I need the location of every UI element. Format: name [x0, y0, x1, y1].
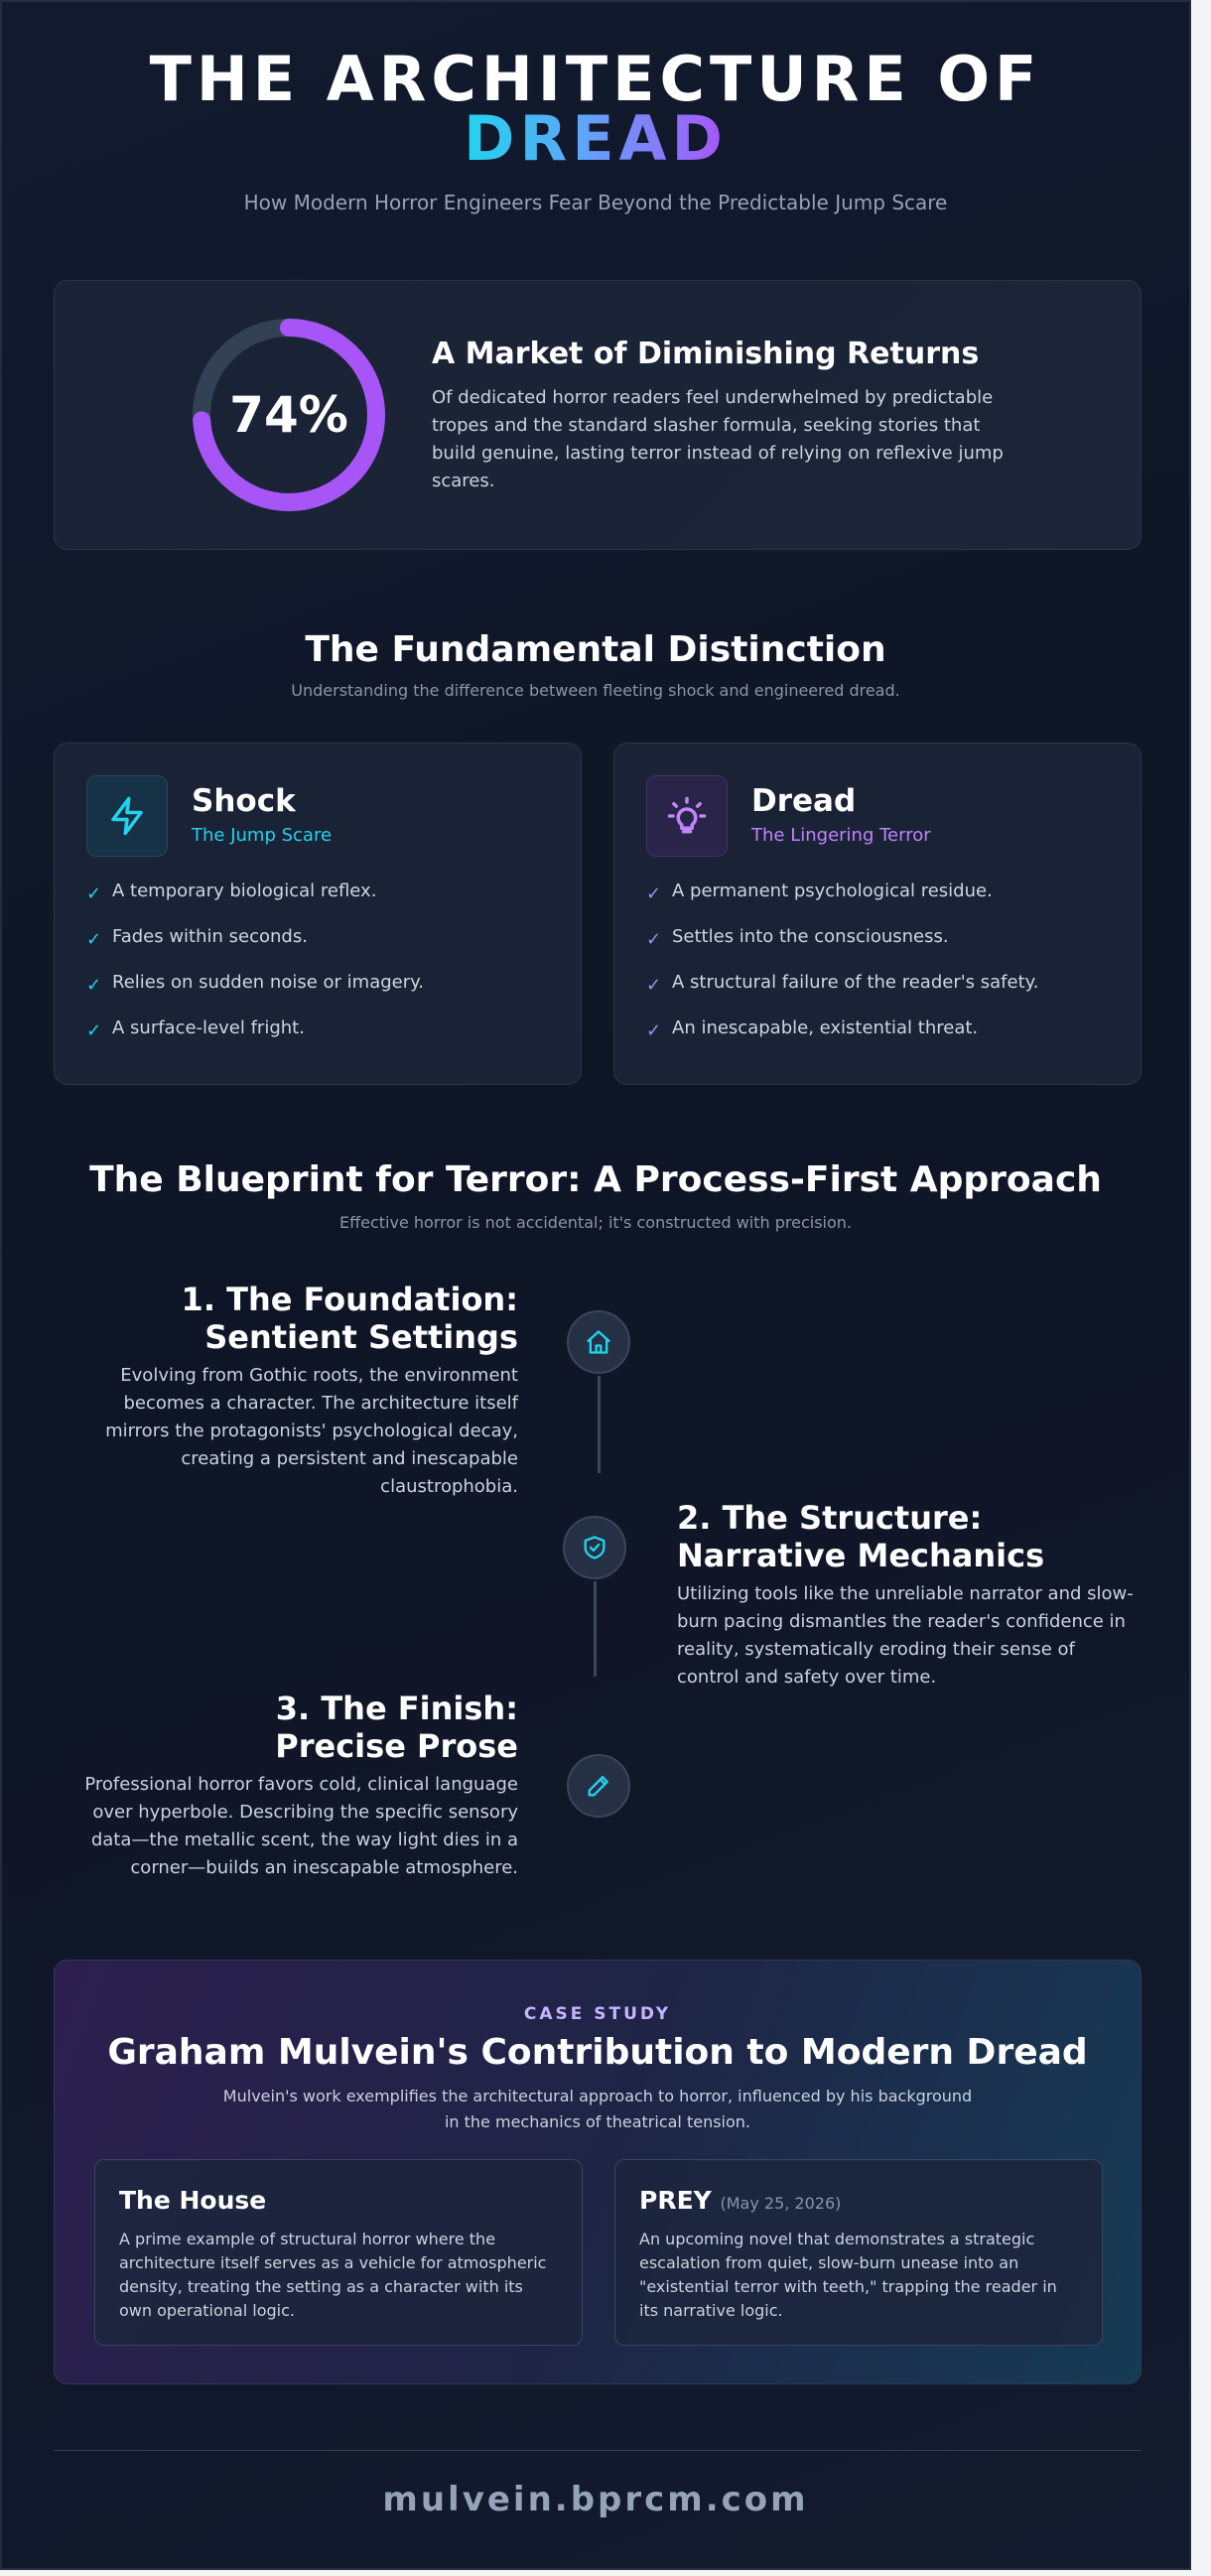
distinction-title: The Fundamental Distinction	[305, 629, 886, 670]
blueprint-subtitle: Effective horror is not accidental; it's…	[339, 1213, 852, 1232]
check-icon: ✓	[646, 1020, 662, 1041]
dread-list: ✓A permanent psychological residue. ✓Set…	[646, 881, 1038, 1063]
distinction-subtitle: Understanding the difference between fle…	[291, 681, 900, 700]
step-3-text: Professional horror favors cold, clinica…	[84, 1774, 518, 1878]
check-icon: ✓	[646, 975, 662, 996]
list-item: ✓A temporary biological reflex.	[86, 881, 377, 904]
stat-value: 74%	[229, 386, 348, 444]
shield-check-icon	[563, 1516, 626, 1579]
title-line-1: THE ARCHITECTURE OF	[149, 43, 1042, 115]
donut-chart	[193, 319, 385, 511]
list-item: ✓An inescapable, existential threat.	[646, 1017, 979, 1041]
work-title: The House	[119, 2186, 267, 2215]
lightning-icon	[86, 775, 168, 857]
work-title: PREY (May 25, 2026)	[639, 2186, 842, 2215]
timeline-connector	[598, 1376, 601, 1473]
case-study-title: Graham Mulvein's Contribution to Modern …	[107, 2032, 1088, 2073]
work-date: (May 25, 2026)	[720, 2194, 842, 2213]
stat-description: Of dedicated horror readers feel underwh…	[432, 387, 1004, 491]
list-item: ✓A surface-level fright.	[86, 1017, 305, 1041]
step-3-title: 3. The Finish: Precise Prose	[275, 1690, 518, 1765]
stat-title: A Market of Diminishing Returns	[432, 337, 980, 371]
check-icon: ✓	[86, 1020, 102, 1041]
list-item: ✓Relies on sudden noise or imagery.	[86, 972, 424, 996]
dread-subtitle: The Lingering Terror	[751, 825, 931, 846]
page-subtitle: How Modern Horror Engineers Fear Beyond …	[243, 191, 948, 214]
pencil-icon	[567, 1754, 630, 1818]
work-card-prey: PREY (May 25, 2026) An upcoming novel th…	[614, 2159, 1103, 2346]
work-description: An upcoming novel that demonstrates a st…	[639, 2230, 1057, 2320]
case-study-description: Mulvein's work exemplifies the architect…	[222, 2087, 973, 2131]
title-line-2-gradient: DREAD	[463, 102, 728, 175]
check-icon: ✓	[86, 975, 102, 996]
timeline-connector	[594, 1581, 597, 1677]
house-icon	[567, 1310, 630, 1374]
donut-progress	[193, 319, 385, 511]
footer-url: mulvein.bprcm.com	[382, 2480, 809, 2519]
case-study-card: CASE STUDY Graham Mulvein's Contribution…	[54, 1960, 1142, 2384]
footer-divider	[54, 2450, 1142, 2451]
shock-subtitle: The Jump Scare	[192, 825, 333, 846]
shock-card: Shock The Jump Scare ✓A temporary biolog…	[54, 743, 582, 1085]
list-item: ✓Settles into the consciousness.	[646, 926, 949, 950]
shock-list: ✓A temporary biological reflex. ✓Fades w…	[86, 881, 424, 1063]
check-icon: ✓	[646, 883, 662, 904]
step-2-text: Utilizing tools like the unreliable narr…	[677, 1583, 1134, 1688]
list-item: ✓A structural failure of the reader's sa…	[646, 972, 1039, 996]
lightbulb-icon	[646, 775, 728, 857]
list-item: ✓A permanent psychological residue.	[646, 881, 993, 904]
step-1-title: 1. The Foundation: Sentient Settings	[181, 1281, 518, 1356]
list-item: ✓Fades within seconds.	[86, 926, 308, 950]
check-icon: ✓	[86, 883, 102, 904]
work-description: A prime example of structural horror whe…	[119, 2230, 547, 2320]
blueprint-title: The Blueprint for Terror: A Process-Firs…	[89, 1159, 1102, 1200]
check-icon: ✓	[86, 929, 102, 950]
shock-title: Shock	[192, 783, 296, 819]
step-1-text: Evolving from Gothic roots, the environm…	[105, 1365, 518, 1497]
step-2-title: 2. The Structure: Narrative Mechanics	[677, 1499, 1045, 1574]
page-title: THE ARCHITECTURE OF DREAD	[2, 49, 1189, 175]
check-icon: ✓	[646, 929, 662, 950]
dread-title: Dread	[751, 783, 857, 819]
stat-card: 74% A Market of Diminishing Returns Of d…	[54, 280, 1142, 550]
case-study-label: CASE STUDY	[523, 2004, 672, 2024]
dread-card: Dread The Lingering Terror ✓A permanent …	[613, 743, 1142, 1085]
work-card-the-house: The House A prime example of structural …	[94, 2159, 583, 2346]
